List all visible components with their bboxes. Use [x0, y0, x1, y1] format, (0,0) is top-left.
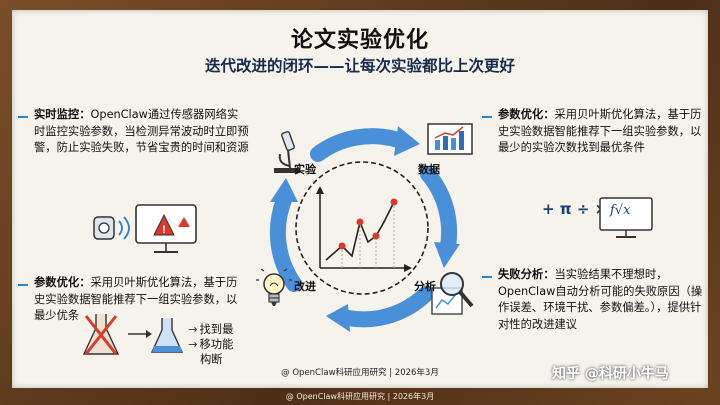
cycle-label-improve: 改进: [294, 280, 316, 293]
page-title: 论文实验优化: [290, 28, 429, 53]
failure-analysis-body: 当实验结果不理想时，OpenClaw自动分析可能的失败原因（操作误差、环境干扰、…: [498, 268, 703, 331]
bar-chart-board-icon: [427, 123, 473, 155]
param-opt-right-heading: 参数优化：: [498, 108, 555, 121]
param-opt-result: →找到最 →移功能 构断: [188, 323, 234, 366]
page-subtitle: 迭代改进的闭环——让每次实验都比上次更好: [204, 57, 515, 75]
sensor-alert-icon: !: [93, 204, 197, 253]
result-line2: 移功能: [199, 338, 234, 351]
math-symbols-icon: + π ÷ ×: [542, 200, 608, 218]
svg-text:!: !: [162, 224, 166, 236]
param-opt-left-heading: 参数优化：: [34, 276, 91, 289]
microscope-icon: [274, 131, 300, 173]
bullet-dash: [482, 276, 492, 278]
param-opt-right-block: 参数优化：采用贝叶斯优化算法，基于历史实验数据智能推荐下一组实验参数，以最少的实…: [498, 107, 703, 157]
param-opt-left-block: 参数优化：采用贝叶斯优化算法，基于历史实验数据智能推荐下一组实验参数，以最少优条: [34, 275, 239, 325]
frame-footer: @ OpenClaw科研应用研究 | 2026年3月: [285, 392, 435, 401]
cycle-label-analysis: 分析: [414, 280, 436, 293]
flask-comparison-icon: [82, 314, 184, 355]
board-footer: @ OpenClaw科研应用研究 | 2026年3月: [281, 368, 439, 378]
iteration-cycle-diagram: [269, 126, 460, 332]
monitor-heading: 实时监控：: [34, 108, 91, 121]
zhihu-watermark: 知乎 @科研小牛马: [552, 366, 669, 382]
bullet-dash: [482, 116, 492, 118]
result-line1: 找到最: [199, 323, 234, 336]
result-line3: 构断: [200, 353, 223, 366]
param-opt-right-body: 采用贝叶斯优化算法，基于历史实验数据智能推荐下一组实验参数，以最少的实验次数找到…: [498, 108, 702, 154]
whiteboard: 论文实验优化 迭代改进的闭环——让每次实验都比上次更好 实时监控：OpenCla…: [12, 10, 708, 388]
formula-monitor-icon: [599, 197, 653, 238]
bullet-dash: [18, 116, 28, 118]
bullet-dash: [18, 284, 28, 286]
lightbulb-icon: [256, 268, 292, 306]
monitor-body: OpenClaw通过传感器网络实时监控实验参数，当检测异常波动时立即预警，防止实…: [34, 108, 249, 154]
monitor-text-block: 实时监控：OpenClaw通过传感器网络实时监控实验参数，当检测异常波动时立即预…: [34, 107, 249, 157]
failure-analysis-heading: 失败分析：: [498, 268, 555, 281]
param-opt-left-body: 采用贝叶斯优化算法，基于历史实验数据智能推荐下一组实验参数，以最少优条: [34, 276, 238, 322]
cycle-label-data: 数据: [418, 163, 440, 176]
formula-text: f√x: [610, 203, 631, 218]
magnifier-analysis-icon: [431, 272, 474, 315]
failure-analysis-block: 失败分析：当实验结果不理想时，OpenClaw自动分析可能的失败原因（操作误差、…: [498, 267, 703, 333]
cycle-label-experiment: 实验: [294, 163, 316, 176]
